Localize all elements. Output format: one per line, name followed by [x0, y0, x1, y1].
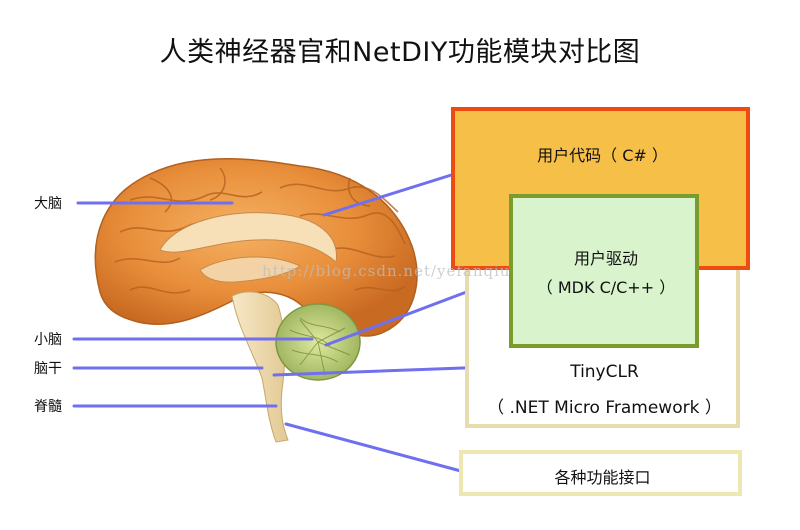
label-cerebrum: 大脑 — [34, 196, 62, 212]
interfaces-label: 各种功能接口 — [554, 468, 651, 487]
user-code-label: 用户代码（ C# ） — [537, 146, 668, 165]
user-driver-label-line1: 用户驱动 — [573, 249, 638, 268]
watermark-text: http://blog.csdn.net/yefanqiu — [262, 262, 511, 280]
brainstem-to-tinyclr-line — [272, 365, 492, 377]
tinyclr-label-line1: TinyCLR — [570, 362, 639, 382]
label-brainstem: 脑干 — [34, 361, 62, 377]
label-spinal-cord: 脊髓 — [34, 399, 62, 415]
user-driver-box — [509, 194, 699, 348]
spinal-cord-to-interfaces-line — [284, 422, 474, 476]
interfaces-box — [459, 450, 742, 496]
tinyclr-label-line2: （ .NET Micro Framework ） — [487, 398, 722, 418]
diagram-title: 人类神经器官和NetDIY功能模块对比图 — [159, 37, 641, 68]
user-driver-label-line2: （ MDK C/C++ ） — [536, 278, 676, 297]
label-cerebellum: 小脑 — [34, 332, 62, 348]
corpus-callosum — [159, 212, 337, 263]
